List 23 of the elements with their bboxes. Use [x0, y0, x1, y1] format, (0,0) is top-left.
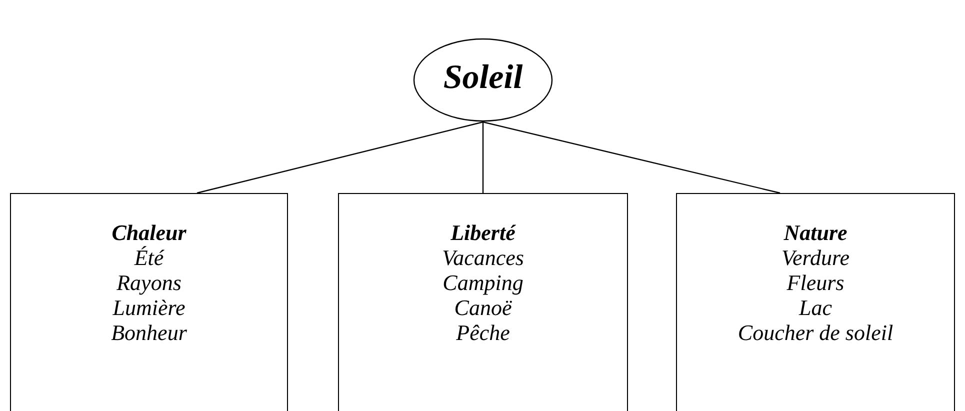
connector-line [482, 122, 484, 193]
list-item: Bonheur [110, 320, 188, 345]
category-heading: Chaleur [110, 220, 188, 245]
category-box [10, 193, 288, 411]
list-item: Lac [798, 295, 833, 320]
list-item: Camping [442, 270, 524, 295]
topic-ellipse [413, 38, 553, 122]
list-item: Pêche [455, 320, 511, 345]
list-item: Verdure [780, 245, 851, 270]
connector-line [196, 121, 484, 194]
list-item: Canoë [453, 295, 513, 320]
category-box [676, 193, 955, 411]
category-heading: Nature [782, 220, 848, 245]
list-item: Coucher de soleil [736, 320, 894, 345]
list-item: Vacances [441, 245, 525, 270]
list-item: Fleurs [786, 270, 846, 295]
topic-title: Soleil [442, 58, 524, 98]
list-item: Été [133, 245, 166, 270]
connector-line [482, 121, 780, 194]
category-heading: Liberté [450, 220, 517, 245]
list-item: Lumière [112, 295, 186, 320]
list-item: Rayons [116, 270, 182, 295]
category-box [338, 193, 628, 411]
